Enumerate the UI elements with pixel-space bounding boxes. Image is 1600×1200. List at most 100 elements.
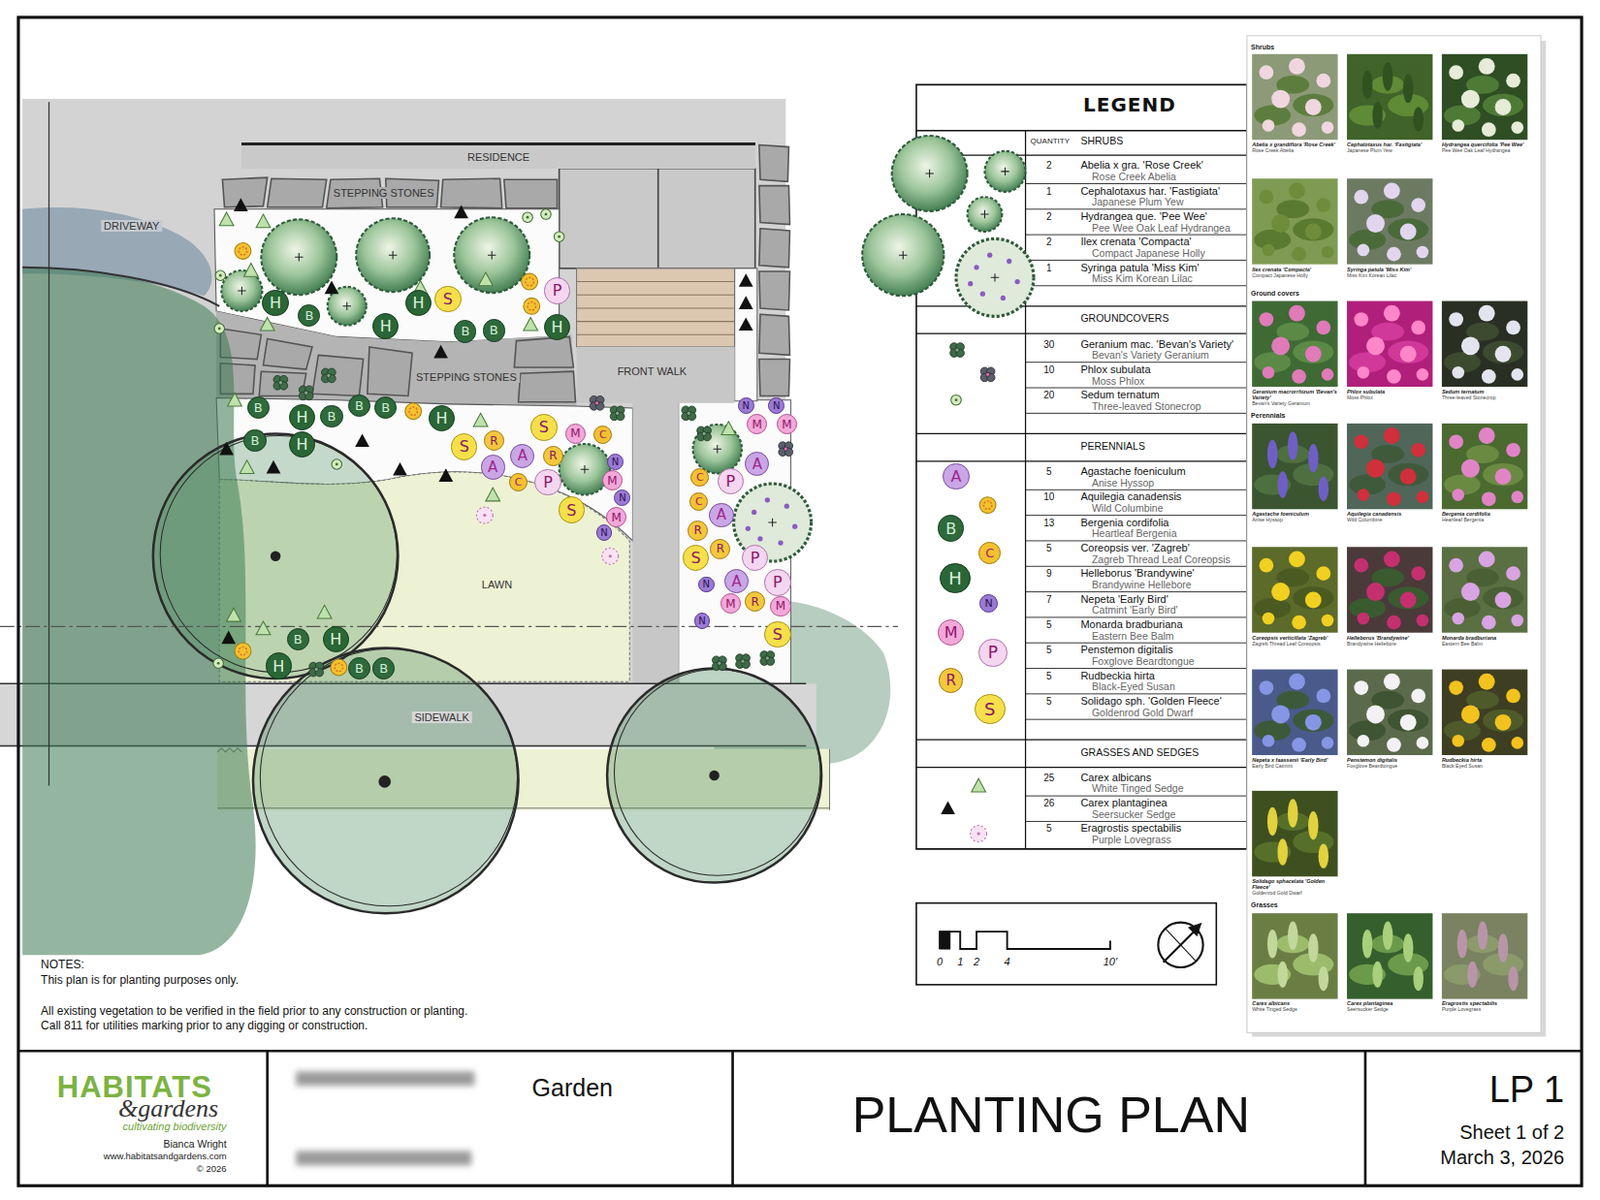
photo-panel <box>1251 423 1338 510</box>
plant-symbol: S <box>450 433 478 460</box>
quantity: 25 <box>1043 771 1055 783</box>
plant-symbol: B <box>243 429 266 452</box>
stepping-stones <box>504 179 558 208</box>
plant-code: B <box>327 409 337 424</box>
caption-botanical: Penstemon digitalis <box>1346 757 1435 764</box>
photo-panel <box>1251 423 1338 510</box>
shrub-symbols <box>757 536 763 542</box>
plant-code: R <box>489 434 498 448</box>
caption-common: Purple Lovegrass <box>1441 1006 1530 1013</box>
plant-code: C <box>696 471 704 484</box>
planting-beds <box>735 268 758 402</box>
photo-caption: Cephalotaxus har. 'Fastigiata'Japanese P… <box>1346 141 1435 154</box>
caption-botanical: Aquilegia canadensis <box>1346 511 1435 517</box>
legend-symbols <box>862 214 944 296</box>
area-label: STEPPING STONES <box>413 371 520 384</box>
shrub-symbols <box>260 219 337 295</box>
quantity: 5 <box>1046 823 1053 834</box>
plant-code: S <box>459 437 470 456</box>
tree-canopy <box>253 647 519 914</box>
caption-common: Zagreb Thread Leaf Coreopsis <box>1251 640 1340 647</box>
plant-code: M <box>781 417 792 432</box>
site-lines <box>48 101 50 786</box>
legend-symbols <box>951 394 962 406</box>
plant-symbol: M <box>602 470 623 491</box>
photo-panel <box>1346 301 1433 387</box>
legend-entry: Agastache foeniculum <box>1080 465 1185 478</box>
groundcover-symbols <box>609 406 625 421</box>
stepping-stones <box>759 228 791 268</box>
plant-code: A <box>951 467 962 486</box>
shrub-symbols <box>745 497 799 545</box>
legend-entry: Abelia x gra. 'Rose Creek' <box>1080 159 1203 171</box>
plant-code: H <box>272 657 285 676</box>
photo-panel <box>1346 423 1433 510</box>
plant-code: H <box>269 293 282 313</box>
title-block-cell: PLANTING PLAN <box>733 1051 1366 1186</box>
legend-entry: Hydrangea que. 'Pee Wee' <box>1080 210 1208 223</box>
groundcover-symbols <box>233 197 249 212</box>
title-text: Garden <box>532 1073 613 1102</box>
photo-panel <box>1346 913 1433 999</box>
caption-botanical: Cephalotaxus har. 'Fastigiata' <box>1346 141 1435 148</box>
photo-panel <box>1251 178 1338 264</box>
photo-panel <box>1251 913 1338 999</box>
quantity: 5 <box>1046 644 1053 656</box>
house <box>576 268 736 348</box>
title-block-lines <box>18 1050 1582 1054</box>
legend-frame <box>916 84 1248 849</box>
tree-canopy <box>607 669 822 884</box>
quantity: 2 <box>1046 211 1053 223</box>
plant-symbol: B <box>247 396 270 419</box>
legend-frame <box>1025 183 1248 822</box>
groundcover-symbols <box>553 231 565 243</box>
note-text: NOTES: <box>40 958 85 972</box>
plant-code: N <box>611 456 619 468</box>
plant-symbol: C <box>509 473 528 492</box>
plant-code: P <box>552 281 563 300</box>
legend-title: LEGEND <box>1083 93 1177 117</box>
plant-code: R <box>946 672 957 690</box>
plant-code: A <box>487 458 498 477</box>
plant-symbol: B <box>320 405 343 428</box>
groundcover-symbols <box>324 280 340 294</box>
column-header: QUANTITY <box>1030 136 1070 146</box>
groundcover-symbols <box>523 297 541 315</box>
plant-symbol: H <box>265 652 292 679</box>
legend-symbols <box>967 196 1003 232</box>
plant-symbol: S <box>558 496 585 523</box>
legend-symbols <box>967 281 973 287</box>
redacted-text <box>295 1071 475 1087</box>
caption-botanical: Monarda bradburiana <box>1441 635 1530 641</box>
photo-caption: Agastache foeniculumAnise Hyssop <box>1251 511 1340 523</box>
photo-panel <box>1251 546 1338 633</box>
common-name: Heartleaf Bergenia <box>1091 527 1178 540</box>
plant-code: H <box>295 435 308 454</box>
groundcover-symbols <box>589 395 605 411</box>
plant-symbol: P <box>534 469 561 496</box>
groundcover-symbols <box>736 654 751 670</box>
photo-caption: Abelia x grandiflora 'Rose Creek'Rose Cr… <box>1251 141 1340 154</box>
groundcover-symbols <box>760 651 775 667</box>
scale-number: 0 <box>936 956 943 968</box>
stepping-stones <box>258 371 306 396</box>
plant-code: H <box>380 317 392 336</box>
photo-panel <box>1441 423 1528 510</box>
groundcover-symbols <box>476 507 493 524</box>
stepping-stones <box>312 354 364 396</box>
tree-canopy <box>153 433 399 679</box>
photo-panel <box>1251 913 1338 999</box>
caption-common: Bevan's Variety Geranium <box>1251 400 1340 407</box>
legend-symbols <box>950 343 965 358</box>
quantity: 5 <box>1046 695 1053 706</box>
groundcover-symbols <box>479 272 494 287</box>
plant-code: A <box>752 455 763 474</box>
tree-canopy <box>270 550 282 562</box>
plant-symbol: S <box>682 544 709 572</box>
photo-panel <box>1259 182 1335 261</box>
plant-symbol: R <box>543 446 564 467</box>
photo-panel <box>1259 305 1335 384</box>
photo-heading: Grasses <box>1250 901 1279 909</box>
legend-entry: Nepeta 'Early Bird' <box>1080 593 1168 606</box>
groundcover-symbols <box>697 426 712 442</box>
